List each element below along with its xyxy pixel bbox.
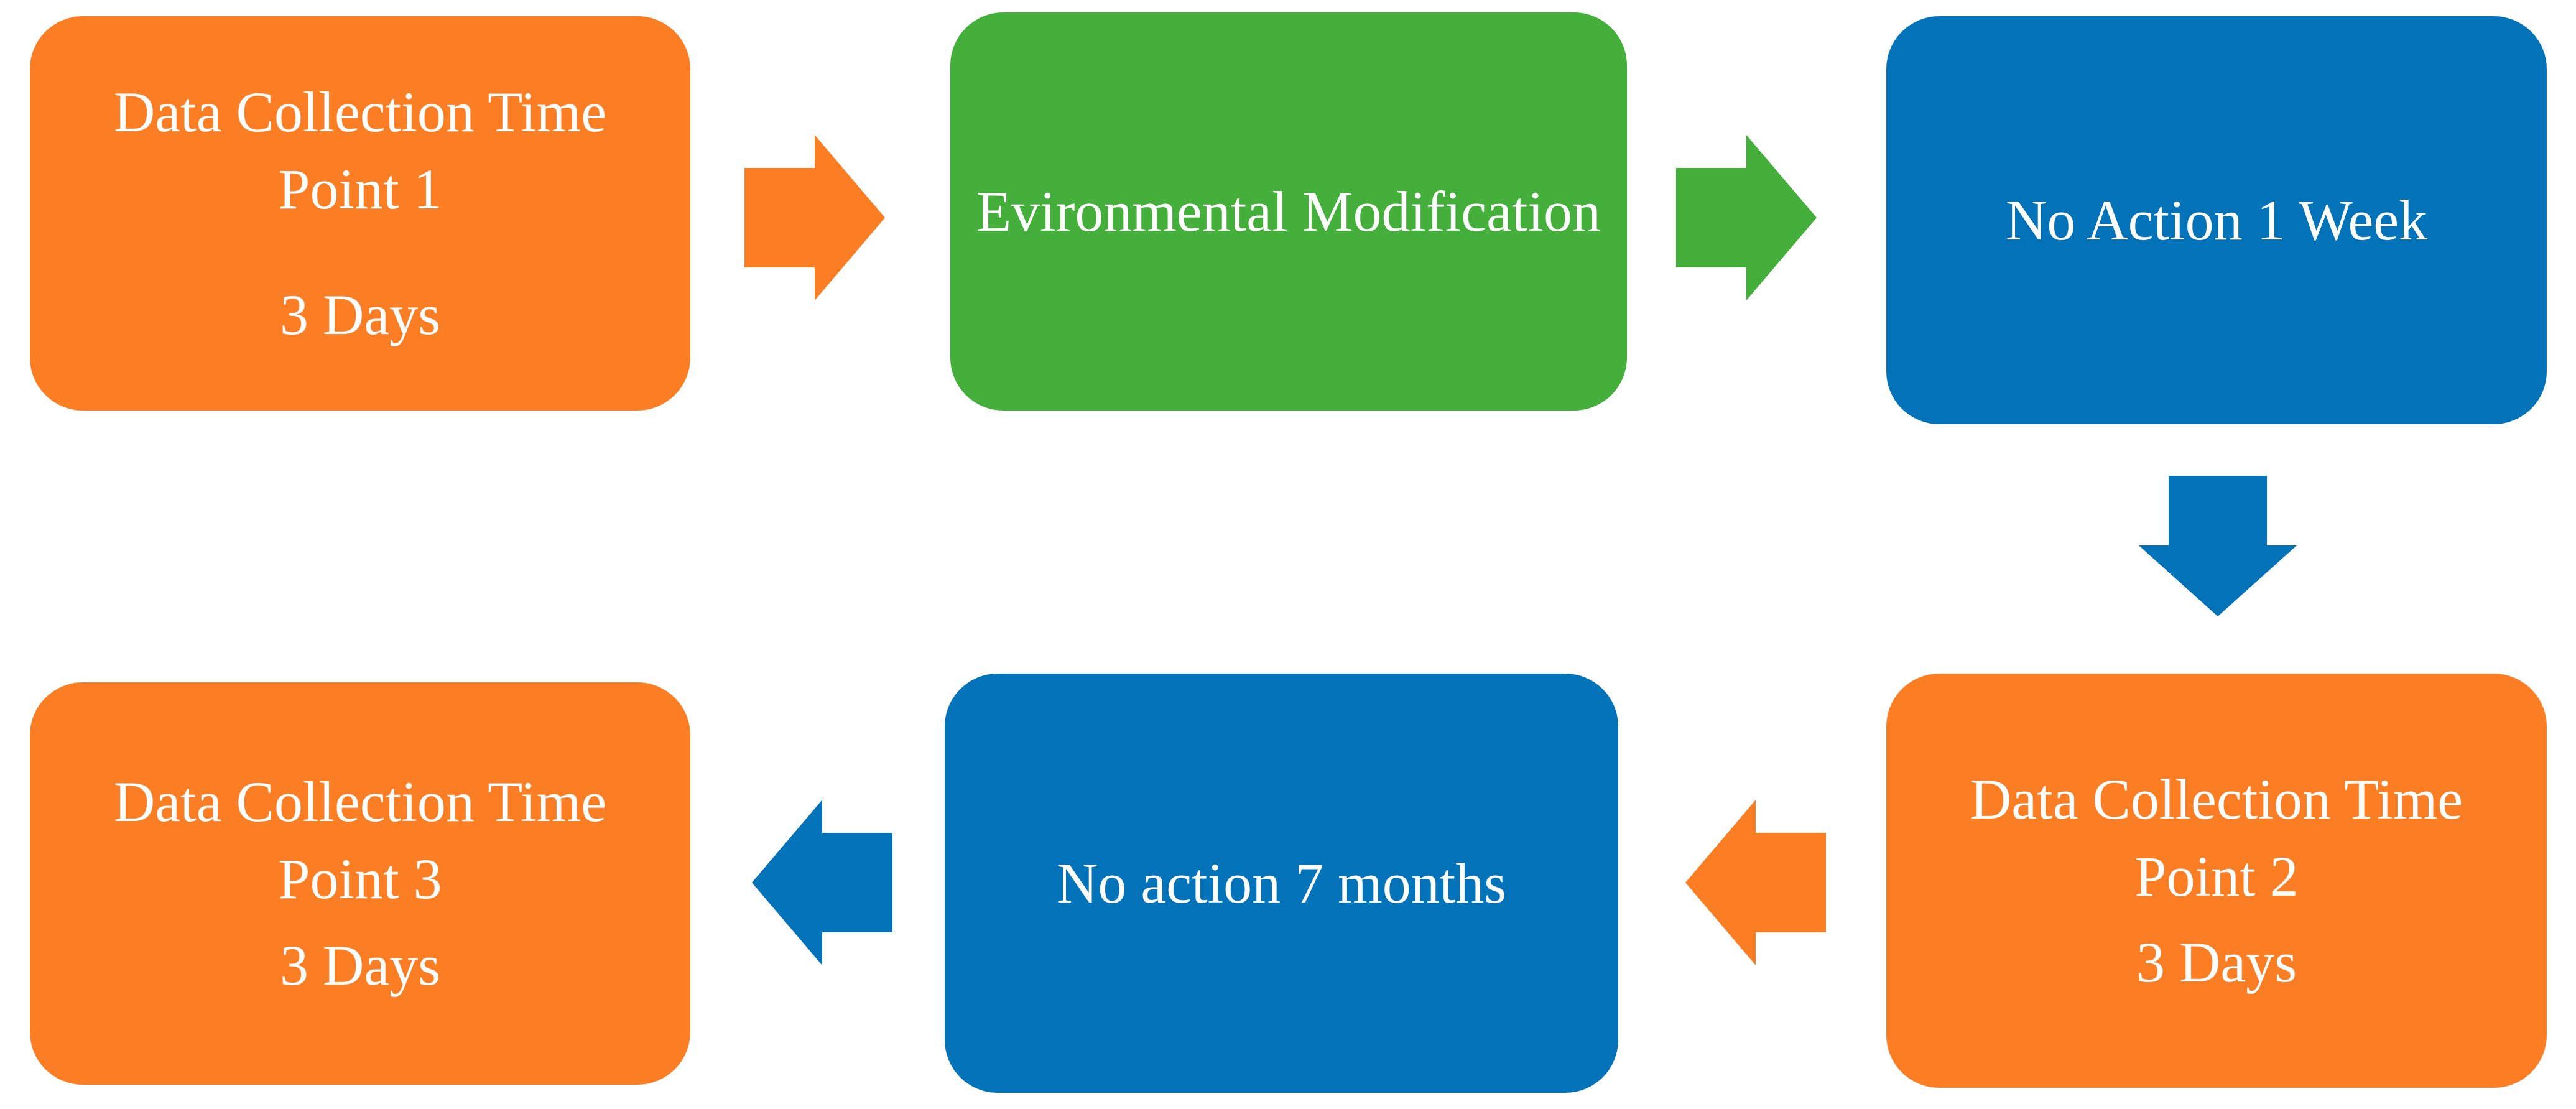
flow-box-title: No Action 1 Week: [2005, 188, 2428, 252]
flow-box-no-action-7-months: No action 7 months: [945, 674, 1618, 1093]
flow-box-data-collection-2: Data Collection Time Point 2 3 Days: [1886, 674, 2547, 1088]
down-arrow-shape: [2139, 476, 2297, 616]
flow-box-data-collection-3: Data Collection Time Point 3 3 Days: [30, 682, 690, 1085]
flow-box-subtitle: 3 Days: [2136, 930, 2297, 995]
left-arrow-icon: [1685, 800, 1826, 965]
flow-box-title: Data Collection Time Point 1: [113, 80, 607, 221]
left-arrow-shape: [752, 800, 892, 965]
flow-arrow-down: [2136, 476, 2299, 616]
flow-box-title: No action 7 months: [1056, 851, 1507, 915]
flow-box-subtitle: 3 Days: [279, 283, 441, 347]
right-arrow-icon: [744, 135, 885, 300]
flow-arrow-right-2: [1676, 135, 1817, 300]
flow-arrow-left-2: [752, 800, 892, 965]
flow-box-title: Data Collection Time Point 2: [1970, 767, 2463, 908]
flow-box-title: Data Collection Time Point 3: [113, 770, 607, 911]
flow-box-subtitle: 3 Days: [279, 933, 441, 997]
flow-box-environmental-modification: Evironmental Modification: [950, 12, 1627, 411]
down-arrow-icon: [2139, 476, 2297, 616]
left-arrow-icon: [752, 800, 892, 965]
flow-arrow-right-1: [744, 135, 885, 300]
right-arrow-icon: [1676, 135, 1817, 300]
flow-box-title: Evironmental Modification: [976, 179, 1601, 243]
right-arrow-shape: [744, 135, 885, 300]
flow-box-data-collection-1: Data Collection Time Point 1 3 Days: [30, 16, 690, 411]
right-arrow-shape: [1676, 135, 1817, 300]
flow-box-no-action-1-week: No Action 1 Week: [1886, 16, 2547, 424]
left-arrow-shape: [1685, 800, 1826, 965]
flow-arrow-left-1: [1685, 800, 1826, 965]
